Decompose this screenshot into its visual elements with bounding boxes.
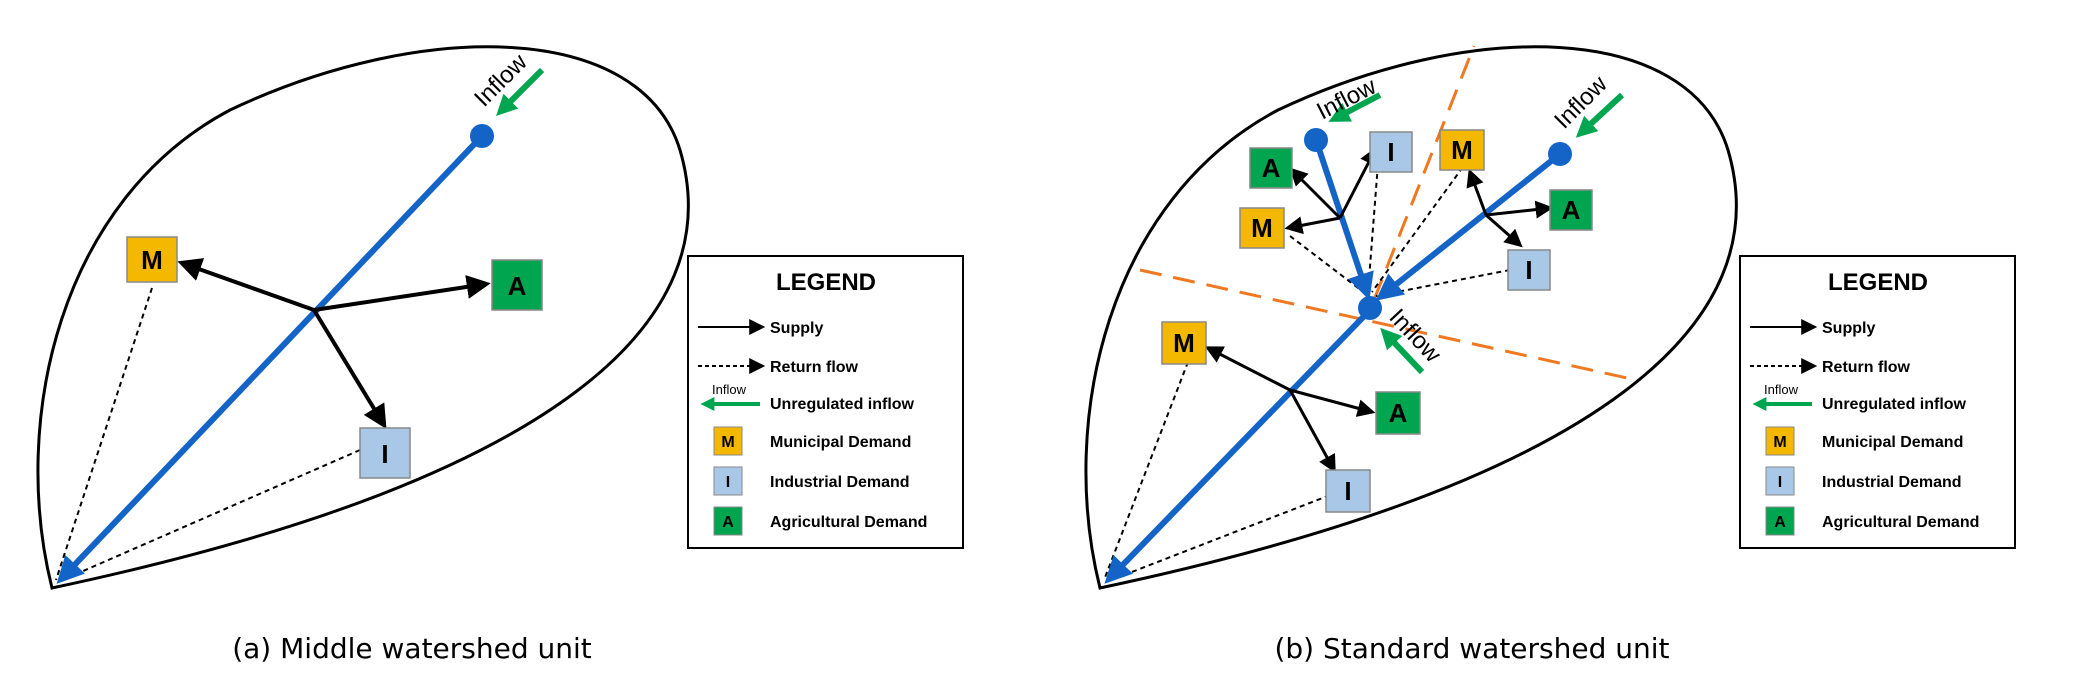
legend-agricultural-label: Agricultural Demand <box>1822 514 1979 531</box>
legend-industrial-letter: I <box>1778 474 1782 491</box>
watershed-boundary <box>36 45 690 590</box>
legend-inflow-label: Unregulated inflow <box>1822 396 1967 413</box>
supply-arrow <box>1466 168 1488 216</box>
supply-arrow <box>1288 389 1336 474</box>
panel-b: Inflow Inflow Inflow A I M M A I <box>1084 45 2016 665</box>
subbasin-divide <box>1139 268 1637 382</box>
legend-title: LEGEND <box>776 269 876 296</box>
caption-a: (a) Middle watershed unit <box>232 632 592 665</box>
supply-arrow <box>1485 213 1523 248</box>
supply-arrow <box>313 275 491 312</box>
legend-municipal-swatch <box>1765 426 1795 456</box>
legend-b: LEGEND Supply Return flow Inflow Unregul… <box>1739 255 2016 549</box>
return-flow-line <box>55 287 153 581</box>
return-flow-line <box>1105 491 1339 583</box>
municipal-demand-node: M <box>1439 129 1485 171</box>
legend-return-label: Return flow <box>1822 359 1911 376</box>
legend-municipal-letter: M <box>721 434 734 451</box>
main-river <box>56 133 485 584</box>
legend-industrial-label: Industrial Demand <box>1822 474 1962 491</box>
municipal-demand-node: M <box>1161 321 1207 365</box>
industrial-letter: I <box>1344 476 1351 506</box>
legend-municipal-label: Municipal Demand <box>1822 434 1963 451</box>
industrial-letter: I <box>1525 255 1532 285</box>
inflow-label: Inflow <box>469 48 533 112</box>
legend-industrial-letter: I <box>726 474 730 491</box>
legend-municipal-letter: M <box>1773 434 1786 451</box>
legend-inflow-symbol-text: Inflow <box>1764 382 1799 397</box>
upstream-node <box>1304 128 1328 152</box>
inflow-node <box>470 124 494 148</box>
industrial-demand-node: I <box>1507 249 1551 291</box>
legend-industrial-swatch <box>1765 466 1795 496</box>
supply-arrow <box>1485 200 1554 219</box>
industrial-letter: I <box>1387 137 1394 167</box>
inflow-arrow <box>1328 92 1382 122</box>
agricultural-letter: A <box>508 271 527 301</box>
panel-a: Inflow M A I LEGEND Supply Return flow I… <box>36 45 964 665</box>
supply-arrow <box>1338 146 1377 219</box>
industrial-demand-node: I <box>359 427 411 479</box>
supply-arrow <box>1289 167 1342 220</box>
legend-agricultural-swatch <box>713 506 743 536</box>
return-flow-line <box>1289 235 1367 295</box>
municipal-letter: M <box>1251 213 1273 243</box>
legend-agricultural-swatch <box>1765 506 1795 536</box>
municipal-demand-node: M <box>126 236 178 283</box>
tributary-river <box>1375 151 1562 301</box>
agricultural-letter: A <box>1389 398 1408 428</box>
return-flow-line <box>1103 361 1189 581</box>
legend-a: LEGEND Supply Return flow Inflow Unregul… <box>687 255 964 549</box>
agricultural-demand-node: A <box>1375 391 1421 435</box>
industrial-letter: I <box>381 439 388 469</box>
confluence-node <box>1358 296 1382 320</box>
legend-agricultural-letter: A <box>1774 514 1786 531</box>
subbasin-divide <box>1372 45 1476 301</box>
industrial-demand-node: I <box>1325 469 1371 513</box>
inflow-arrow <box>1380 327 1425 375</box>
agricultural-demand-node: A <box>1549 189 1593 231</box>
legend-inflow-label: Unregulated inflow <box>770 396 915 413</box>
watershed-boundary <box>1084 45 1738 590</box>
caption-b: (b) Standard watershed unit <box>1274 632 1669 665</box>
legend-title: LEGEND <box>1828 269 1928 296</box>
municipal-letter: M <box>141 245 163 275</box>
agricultural-demand-node: A <box>491 259 543 311</box>
return-flow-line <box>1367 137 1381 293</box>
supply-arrow <box>312 308 387 430</box>
return-flow-line <box>57 449 361 583</box>
agricultural-letter: A <box>1262 153 1281 183</box>
legend-municipal-swatch <box>713 426 743 456</box>
agricultural-demand-node: A <box>1249 147 1293 189</box>
agricultural-letter: A <box>1562 195 1581 225</box>
inflow-arrow <box>1575 92 1625 138</box>
supply-arrow <box>177 258 315 312</box>
municipal-letter: M <box>1173 328 1195 358</box>
upstream-node <box>1548 142 1572 166</box>
inflow-arrow <box>496 67 545 116</box>
return-flow-line <box>1375 269 1511 297</box>
supply-arrow <box>1204 346 1291 392</box>
main-river <box>1104 305 1375 584</box>
legend-return-label: Return flow <box>770 359 859 376</box>
inflow-label: Inflow <box>1384 304 1447 369</box>
legend-agricultural-label: Agricultural Demand <box>770 514 927 531</box>
return-flow-line <box>1371 159 1469 293</box>
legend-inflow-symbol-text: Inflow <box>712 382 747 397</box>
legend-supply-label: Supply <box>770 320 823 337</box>
legend-supply-label: Supply <box>1822 320 1875 337</box>
municipal-demand-node: M <box>1239 207 1285 249</box>
legend-municipal-label: Municipal Demand <box>770 434 911 451</box>
legend-agricultural-letter: A <box>722 514 734 531</box>
industrial-demand-node: I <box>1369 131 1413 173</box>
supply-arrow <box>1284 216 1341 235</box>
municipal-letter: M <box>1451 135 1473 165</box>
inflow-label: Inflow <box>1549 70 1613 134</box>
supply-arrow <box>1289 388 1376 417</box>
legend-industrial-label: Industrial Demand <box>770 474 910 491</box>
legend-industrial-swatch <box>713 466 743 496</box>
